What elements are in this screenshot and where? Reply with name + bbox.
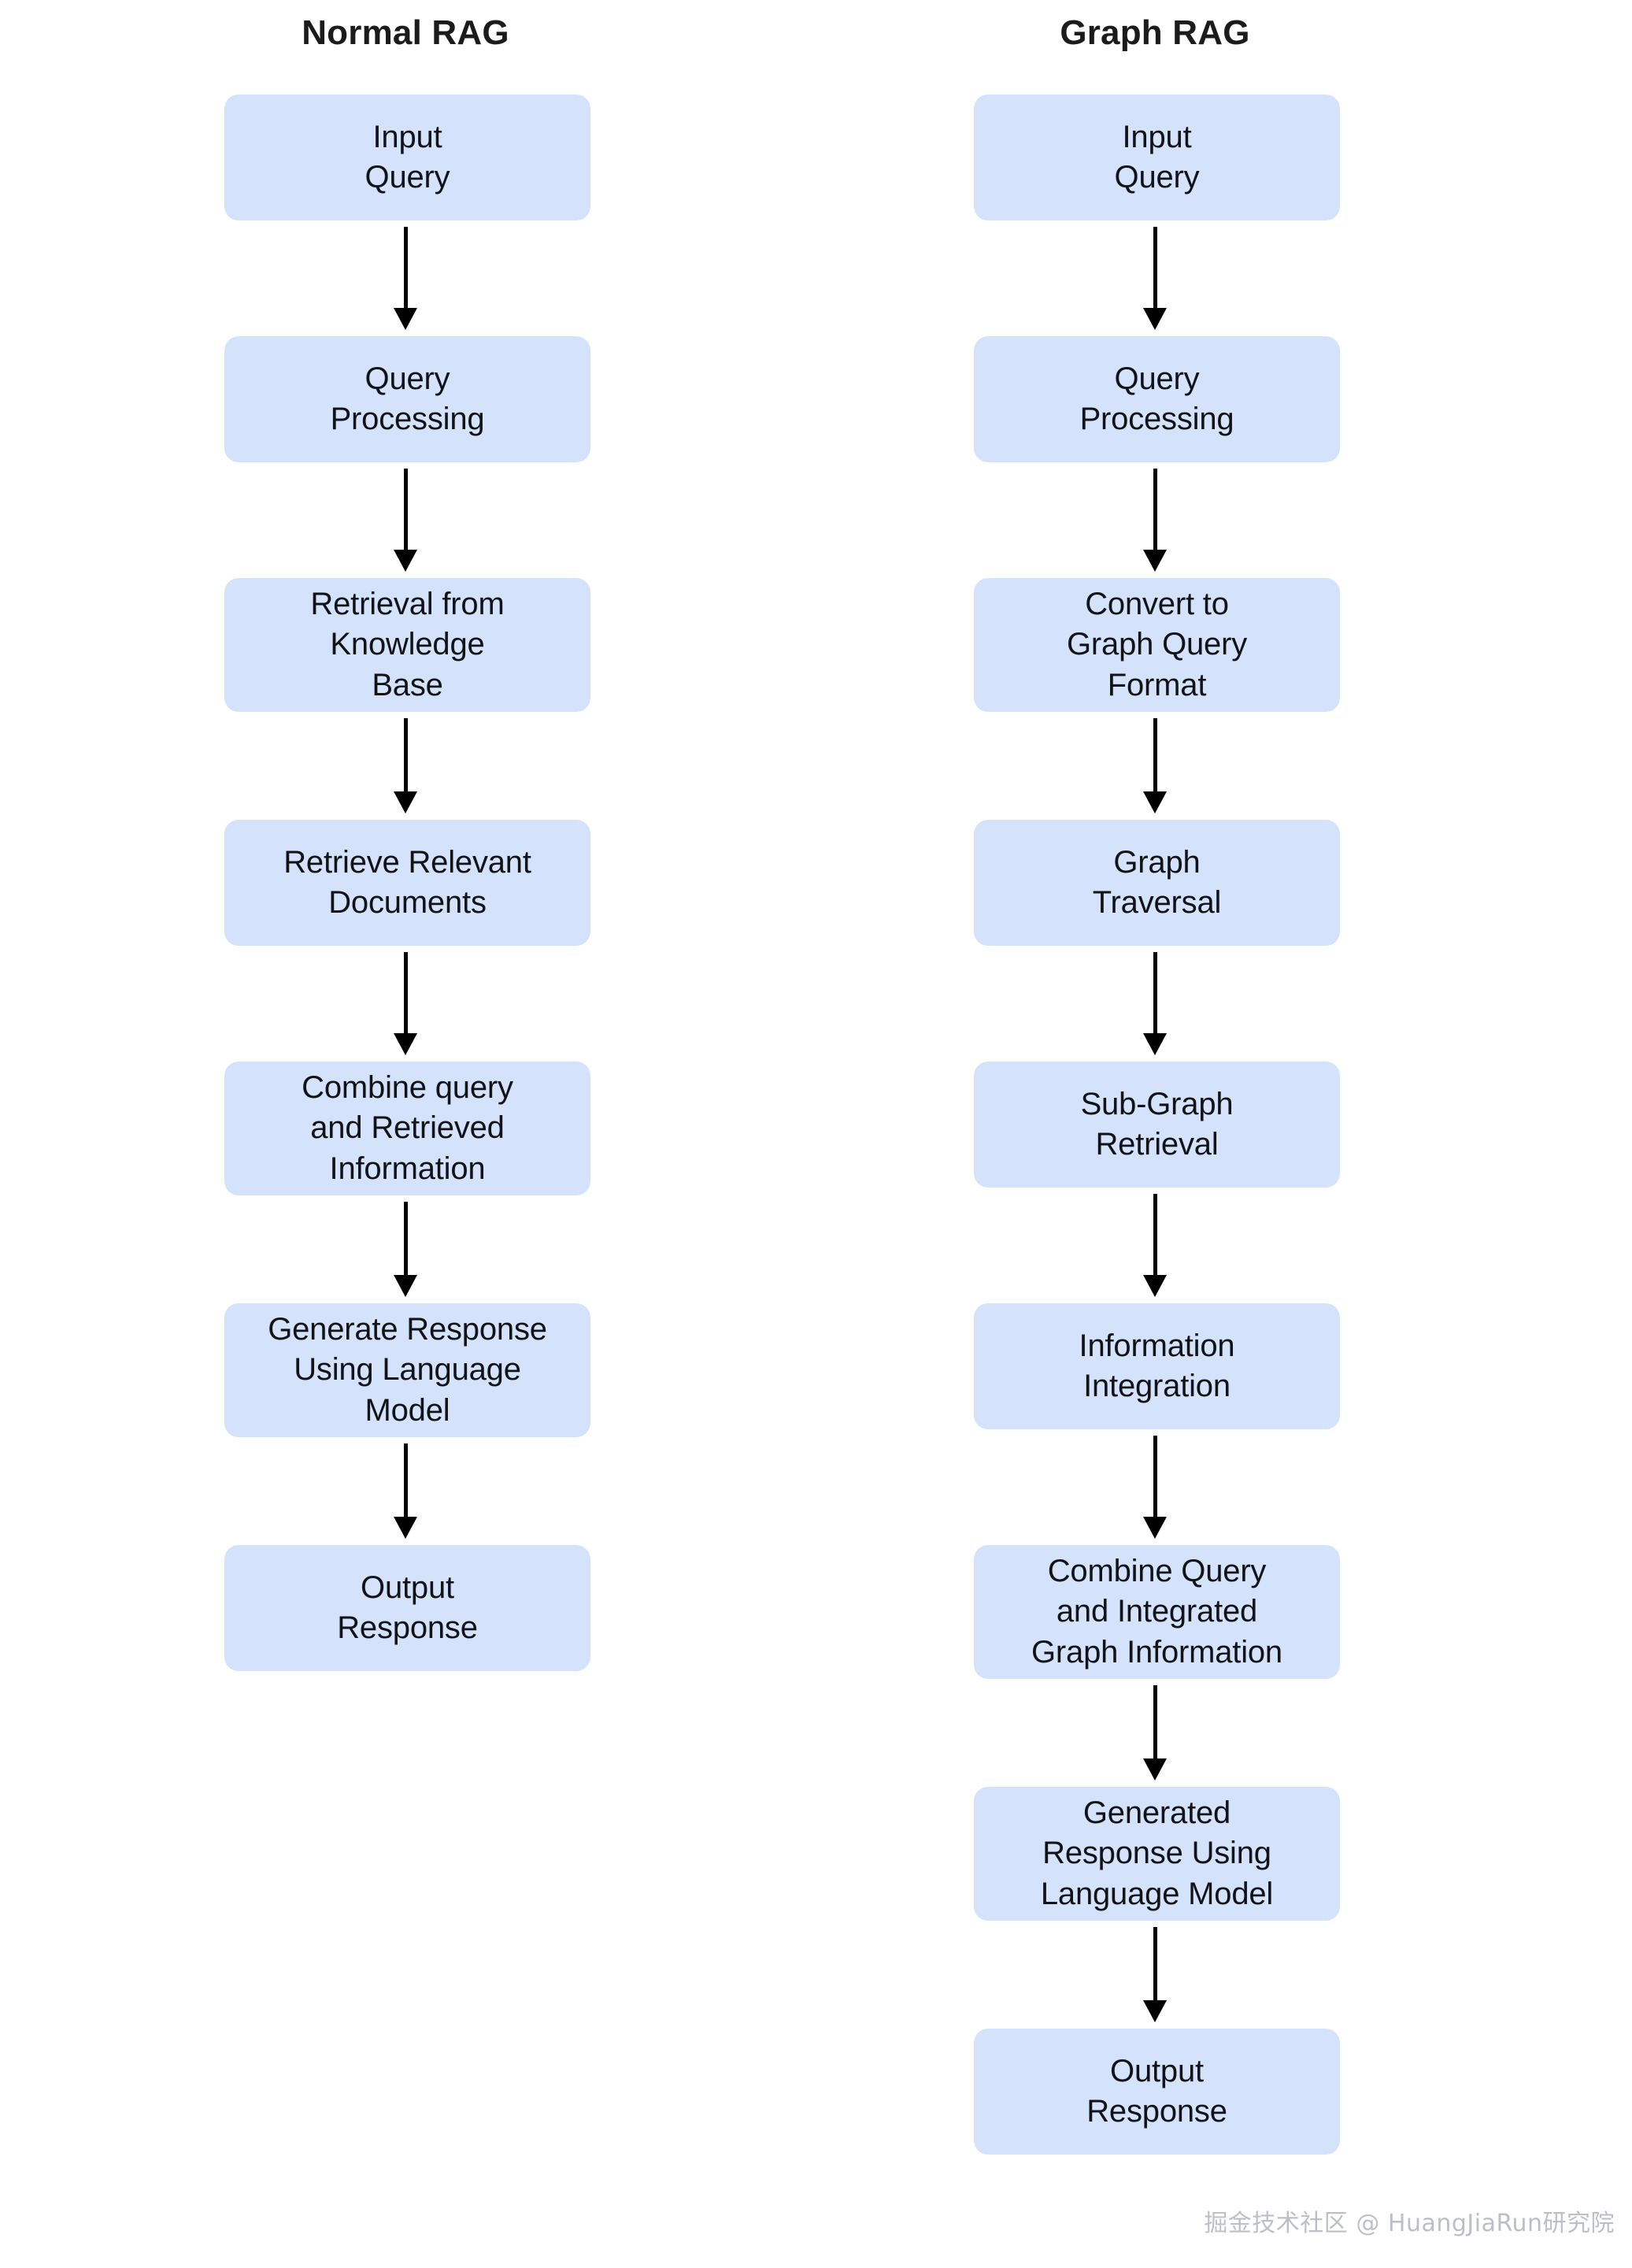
- arrow-stem: [403, 1443, 408, 1518]
- arrow-convert-graph-query-to-graph-traversal: [785, 718, 1525, 813]
- arrow-head-icon: [1143, 791, 1167, 813]
- arrow-stem: [1153, 1685, 1157, 1760]
- node-label-graph-traversal: Graph Traversal: [1092, 844, 1222, 920]
- node-label-subgraph-retrieval: Sub-Graph Retrieval: [1080, 1086, 1234, 1162]
- arrow-head-icon: [1143, 550, 1167, 572]
- watermark-text: 掘金技术社区 @ HuangJiaRun研究院: [1204, 2210, 1615, 2237]
- node-combine-query-graph[interactable]: Combine Query and Integrated Graph Infor…: [974, 1545, 1340, 1679]
- arrow-stem: [1153, 469, 1157, 551]
- node-label-query-processing: Query Processing: [330, 361, 485, 436]
- node-label-generate-response: Generate Response Using Language Model: [268, 1312, 547, 1428]
- node-graph-traversal[interactable]: Graph Traversal: [974, 820, 1340, 946]
- arrow-stem: [403, 952, 408, 1035]
- arrow-head-icon: [1143, 1758, 1167, 1781]
- node-input-query[interactable]: Input Query: [974, 94, 1340, 220]
- node-label-generated-response: Generated Response Using Language Model: [1040, 1796, 1274, 1911]
- arrow-head-icon: [1143, 1033, 1167, 1055]
- arrow-query-processing-to-convert-graph-query: [785, 469, 1525, 572]
- arrow-stem: [1153, 1194, 1157, 1277]
- arrow-generated-response-to-output-response: [785, 1927, 1525, 2022]
- node-combine-query[interactable]: Combine query and Retrieved Information: [224, 1062, 590, 1195]
- column-title-normal-rag: Normal RAG: [302, 13, 509, 52]
- node-retrieve-documents[interactable]: Retrieve Relevant Documents: [224, 820, 590, 946]
- node-label-output-response: Output Response: [1086, 2053, 1227, 2129]
- arrow-stem: [1153, 227, 1157, 309]
- arrow-graph-traversal-to-subgraph-retrieval: [785, 952, 1525, 1055]
- arrow-head-icon: [1143, 1275, 1167, 1297]
- arrow-stem: [1153, 1927, 1157, 2002]
- arrow-head-icon: [394, 308, 417, 330]
- arrow-stem: [403, 1202, 408, 1277]
- arrow-head-icon: [394, 1517, 417, 1539]
- node-convert-graph-query[interactable]: Convert to Graph Query Format: [974, 578, 1340, 712]
- arrow-input-query-to-query-processing: [785, 227, 1525, 330]
- arrow-retrieval-kb-to-retrieve-documents: [35, 718, 775, 813]
- arrow-stem: [1153, 1436, 1157, 1518]
- node-label-information-integration: Information Integration: [1079, 1328, 1235, 1403]
- arrow-head-icon: [1143, 2000, 1167, 2022]
- node-label-output-response: Output Response: [337, 1569, 478, 1645]
- node-output-response[interactable]: Output Response: [224, 1545, 590, 1671]
- node-query-processing[interactable]: Query Processing: [224, 336, 590, 462]
- arrow-stem: [1153, 718, 1157, 793]
- node-label-input-query: Input Query: [365, 119, 450, 195]
- node-label-combine-query-graph: Combine Query and Integrated Graph Infor…: [1031, 1554, 1282, 1670]
- arrow-query-processing-to-retrieval-kb: [35, 469, 775, 572]
- node-subgraph-retrieval[interactable]: Sub-Graph Retrieval: [974, 1062, 1340, 1188]
- arrow-combine-query-graph-to-generated-response: [785, 1685, 1525, 1781]
- arrow-stem: [1153, 952, 1157, 1035]
- arrow-input-query-to-query-processing: [35, 227, 775, 330]
- node-generate-response[interactable]: Generate Response Using Language Model: [224, 1303, 590, 1437]
- arrow-information-integration-to-combine-query-graph: [785, 1436, 1525, 1539]
- node-retrieval-kb[interactable]: Retrieval from Knowledge Base: [224, 578, 590, 712]
- arrow-head-icon: [394, 1275, 417, 1297]
- arrow-subgraph-retrieval-to-information-integration: [785, 1194, 1525, 1297]
- arrow-stem: [403, 718, 408, 793]
- node-label-combine-query: Combine query and Retrieved Information: [302, 1070, 513, 1186]
- node-label-input-query: Input Query: [1114, 119, 1200, 195]
- node-input-query[interactable]: Input Query: [224, 94, 590, 220]
- node-output-response[interactable]: Output Response: [974, 2029, 1340, 2155]
- node-label-query-processing: Query Processing: [1079, 361, 1234, 436]
- arrow-retrieve-documents-to-combine-query: [35, 952, 775, 1055]
- node-label-retrieve-documents: Retrieve Relevant Documents: [283, 844, 531, 920]
- node-label-retrieval-kb: Retrieval from Knowledge Base: [310, 587, 505, 702]
- arrow-generate-response-to-output-response: [35, 1443, 775, 1539]
- arrow-head-icon: [1143, 1517, 1167, 1539]
- column-title-graph-rag: Graph RAG: [1060, 13, 1250, 52]
- arrow-combine-query-to-generate-response: [35, 1202, 775, 1297]
- arrow-stem: [403, 469, 408, 551]
- node-label-convert-graph-query: Convert to Graph Query Format: [1066, 587, 1247, 702]
- node-generated-response[interactable]: Generated Response Using Language Model: [974, 1787, 1340, 1921]
- arrow-head-icon: [394, 550, 417, 572]
- arrow-stem: [403, 227, 408, 309]
- arrow-head-icon: [1143, 308, 1167, 330]
- node-information-integration[interactable]: Information Integration: [974, 1303, 1340, 1429]
- arrow-head-icon: [394, 1033, 417, 1055]
- arrow-head-icon: [394, 791, 417, 813]
- node-query-processing[interactable]: Query Processing: [974, 336, 1340, 462]
